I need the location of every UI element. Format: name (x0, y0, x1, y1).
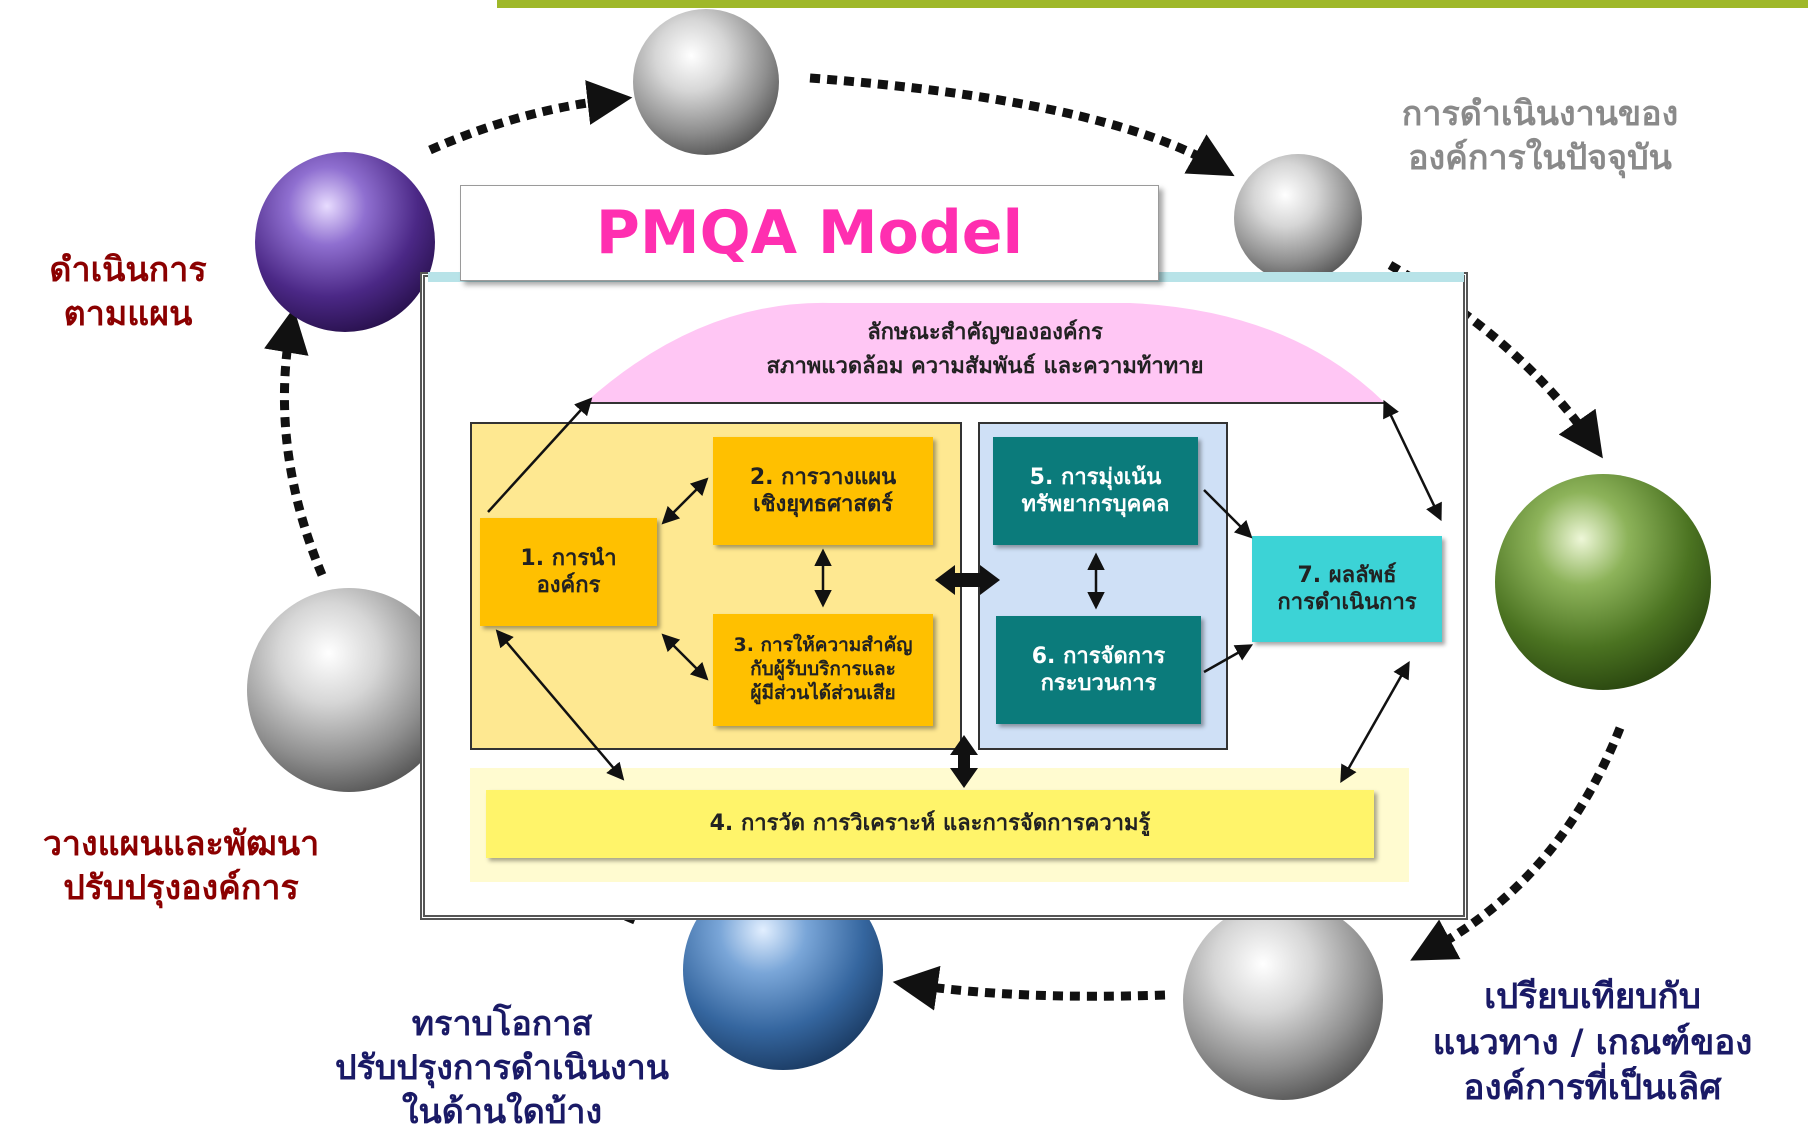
profile-label: ลักษณะสำคัญขององค์กร สภาพแวดล้อม ความสัม… (610, 316, 1360, 384)
sphere-compare (1183, 900, 1383, 1100)
label-current-ops-line-2: องค์การในปัจจุบัน (1408, 138, 1672, 179)
category-7-line-1: 7. ผลลัพธ์ (1297, 562, 1397, 588)
category-1-leadership: 1. การนำ องค์กร (480, 518, 657, 626)
arrow-6-7 (1203, 644, 1254, 674)
sphere-opportunity (683, 870, 883, 1070)
profile-line-1: ลักษณะสำคัญขององค์กร (867, 320, 1103, 345)
category-4-label: 4. การวัด การวิเคราะห์ และการจัดการความร… (709, 811, 1151, 837)
arrow-triad-link (935, 565, 1000, 595)
category-3-line-1: 3. การให้ความสำคัญ (733, 634, 913, 657)
model-title: PMQA Model (595, 198, 1024, 268)
label-current-ops-line-1: การดำเนินงานของ (1401, 94, 1679, 134)
sphere-right (1495, 474, 1711, 690)
arrow-to-measurement (950, 735, 978, 788)
profile-arc (585, 302, 1385, 403)
category-6-process-management: 6. การจัดการ กระบวนการ (996, 616, 1201, 724)
category-2-line-2: เชิงยุทธศาสตร์ (753, 492, 893, 517)
label-plan-line-2: ปรับปรุงองค์การ (63, 868, 299, 909)
category-4-measurement: 4. การวัด การวิเคราะห์ และการจัดการความร… (486, 790, 1374, 858)
category-6-line-2: กระบวนการ (1040, 671, 1157, 696)
category-2-strategic-planning: 2. การวางแผน เชิงยุทธศาสตร์ (713, 437, 933, 545)
sphere-current-ops (1234, 154, 1362, 282)
category-7-results: 7. ผลลัพธ์ การดำเนินการ (1252, 536, 1442, 642)
label-compare-line-3: องค์การที่เป็นเลิศ (1463, 1068, 1722, 1108)
model-title-box: PMQA Model (460, 185, 1159, 281)
category-3-customer-focus: 3. การให้ความสำคัญ กับผู้รับบริการและ ผู… (713, 614, 933, 726)
label-compare-line-2: แนวทาง / เกณฑ์ของ (1432, 1022, 1753, 1063)
category-2-line-1: 2. การวางแผน (749, 464, 897, 490)
cycle-arrow-1 (428, 80, 633, 155)
arrow-1-2 (661, 477, 709, 525)
label-implement: ดำเนินการ ตามแผน (28, 248, 228, 336)
label-implement-line-2: ตามแผน (63, 294, 193, 335)
category-3-line-2: กับผู้รับบริการและ (750, 658, 896, 681)
arrow-1-4 (495, 629, 625, 781)
arrow-1-to-profile (487, 397, 593, 513)
label-opportunity: ทราบโอกาส ปรับปรุงการดำเนินงาน ในด้านใดบ… (282, 1002, 722, 1135)
label-opportunity-line-3: ในด้านใดบ้าง (401, 1092, 603, 1133)
category-5-line-2: ทรัพยากรบุคคล (1021, 492, 1170, 517)
label-compare-line-1: เปรียบเทียบกับ (1484, 977, 1701, 1017)
label-compare: เปรียบเทียบกับ แนวทาง / เกณฑ์ของ องค์การ… (1390, 975, 1795, 1112)
profile-line-2: สภาพแวดล้อม ความสัมพันธ์ และความท้าทาย (766, 354, 1204, 380)
category-7-line-2: การดำเนินการ (1277, 590, 1417, 615)
label-plan: วางแผนและพัฒนา ปรับปรุงองค์การ (6, 822, 356, 910)
arrow-profile-7 (1383, 399, 1442, 522)
sphere-top (633, 9, 779, 155)
category-1-line-1: 1. การนำ (520, 545, 617, 571)
cycle-arrow-2 (809, 73, 1235, 177)
arrow-7-4 (1340, 660, 1410, 784)
cycle-arrow-7 (264, 307, 327, 577)
category-1-line-2: องค์กร (536, 573, 601, 598)
label-implement-line-1: ดำเนินการ (49, 250, 207, 290)
category-5-workforce: 5. การมุ่งเน้น ทรัพยากรบุคคล (993, 437, 1198, 545)
category-6-line-1: 6. การจัดการ (1031, 643, 1166, 669)
label-opportunity-line-1: ทราบโอกาส (411, 1004, 593, 1044)
arrow-1-3 (661, 633, 709, 681)
label-opportunity-line-2: ปรับปรุงการดำเนินงาน (334, 1048, 670, 1089)
cycle-arrow-4 (1410, 726, 1625, 961)
label-current-ops: การดำเนินงานของ องค์การในปัจจุบัน (1360, 92, 1720, 180)
category-3-line-3: ผู้มีส่วนได้ส่วนเสีย (750, 681, 896, 704)
top-accent-bar (497, 0, 1808, 8)
sphere-implement (255, 152, 435, 332)
label-plan-line-1: วางแผนและพัฒนา (42, 824, 320, 864)
cycle-arrow-5 (892, 965, 1166, 1011)
category-5-line-1: 5. การมุ่งเน้น (1029, 464, 1162, 490)
sphere-plan (247, 588, 451, 792)
arrow-5-7 (1203, 489, 1253, 539)
